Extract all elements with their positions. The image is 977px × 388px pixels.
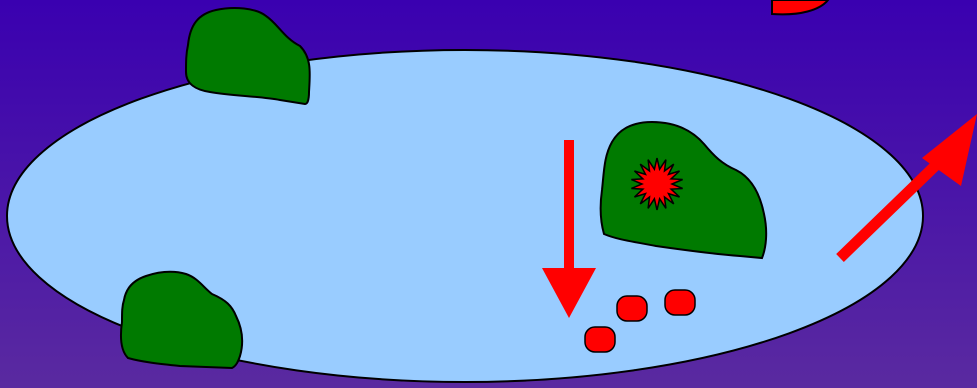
red-capsule-icon	[665, 290, 695, 315]
red-capsule-icon	[585, 327, 615, 352]
red-capsule-icon	[617, 296, 647, 321]
